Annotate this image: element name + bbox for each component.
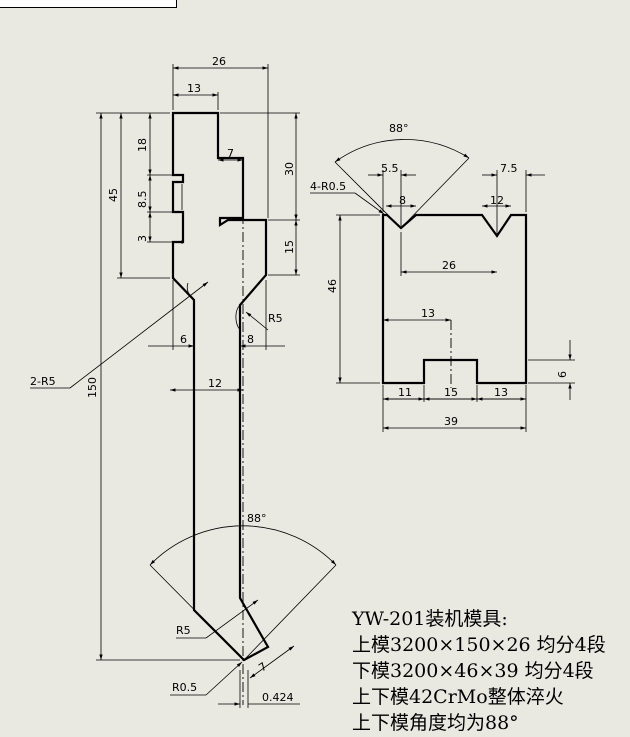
dim-lower-b15: 15 [444,386,458,399]
dim-lower-b11: 11 [398,386,412,399]
dim-18: 18 [136,138,149,152]
dim-lower-13: 13 [421,307,435,320]
upper-die-dimensions: 26 13 150 45 18 8.5 3 [30,55,337,708]
dim-3: 3 [136,235,149,242]
dim-top-width: 26 [212,55,226,68]
dim-30: 30 [283,162,296,176]
dim-lower-height: 46 [326,279,339,293]
note-upper-die: 上模3200×150×26 均分4段 [352,634,606,656]
note-angle: 上下模角度均为88° [352,712,519,734]
dim-lower-6: 6 [556,371,569,378]
dim-tip-r05: R0.5 [172,681,197,694]
title-block-frame [0,0,177,8]
note-material: 上下模42CrMo整体淬火 [352,686,564,708]
note-title: YW-201装机模具: [352,608,508,630]
dim-lower-5-5: 5.5 [381,162,399,175]
dim-overall-height: 150 [86,377,99,398]
dim-lower-12: 12 [490,194,504,207]
dim-6: 6 [180,333,187,346]
dim-lower-8: 8 [399,194,406,207]
note-lower-die: 下模3200×46×39 均分4段 [352,660,594,682]
dim-lower-b13: 13 [494,386,508,399]
dim-12: 12 [208,377,222,390]
dim-7: 7 [227,147,234,160]
lower-die-dimensions: 88° 5.5 7.5 8 12 4-R0.5 [310,122,575,432]
dim-lower-7-5: 7.5 [500,162,518,175]
technical-notes: YW-201装机模具: 上模3200×150×26 均分4段 下模3200×46… [352,606,606,736]
dim-2-r5: 2-R5 [30,375,56,388]
body-fillet-r5 [235,304,241,331]
dim-lower-angle: 88° [389,122,409,135]
body-fillet-r5-left [186,282,195,301]
dim-r5-body: R5 [268,312,283,325]
dim-lower-corner-r: 4-R0.5 [310,180,346,193]
lower-die-outline [381,213,528,385]
dim-tip-r5: R5 [176,624,191,637]
dim-45: 45 [107,188,120,202]
dim-half-width: 13 [187,82,201,95]
lower-die [381,213,528,388]
dim-tip-offset: 0.424 [262,691,294,704]
dim-15: 15 [283,240,296,254]
dim-tip-angle: 88° [247,512,267,525]
dim-8: 8 [247,333,254,346]
dim-8-5: 8.5 [136,191,149,209]
dim-lower-26: 26 [442,259,456,272]
upper-die [171,111,270,705]
dim-lower-width: 39 [444,415,458,428]
